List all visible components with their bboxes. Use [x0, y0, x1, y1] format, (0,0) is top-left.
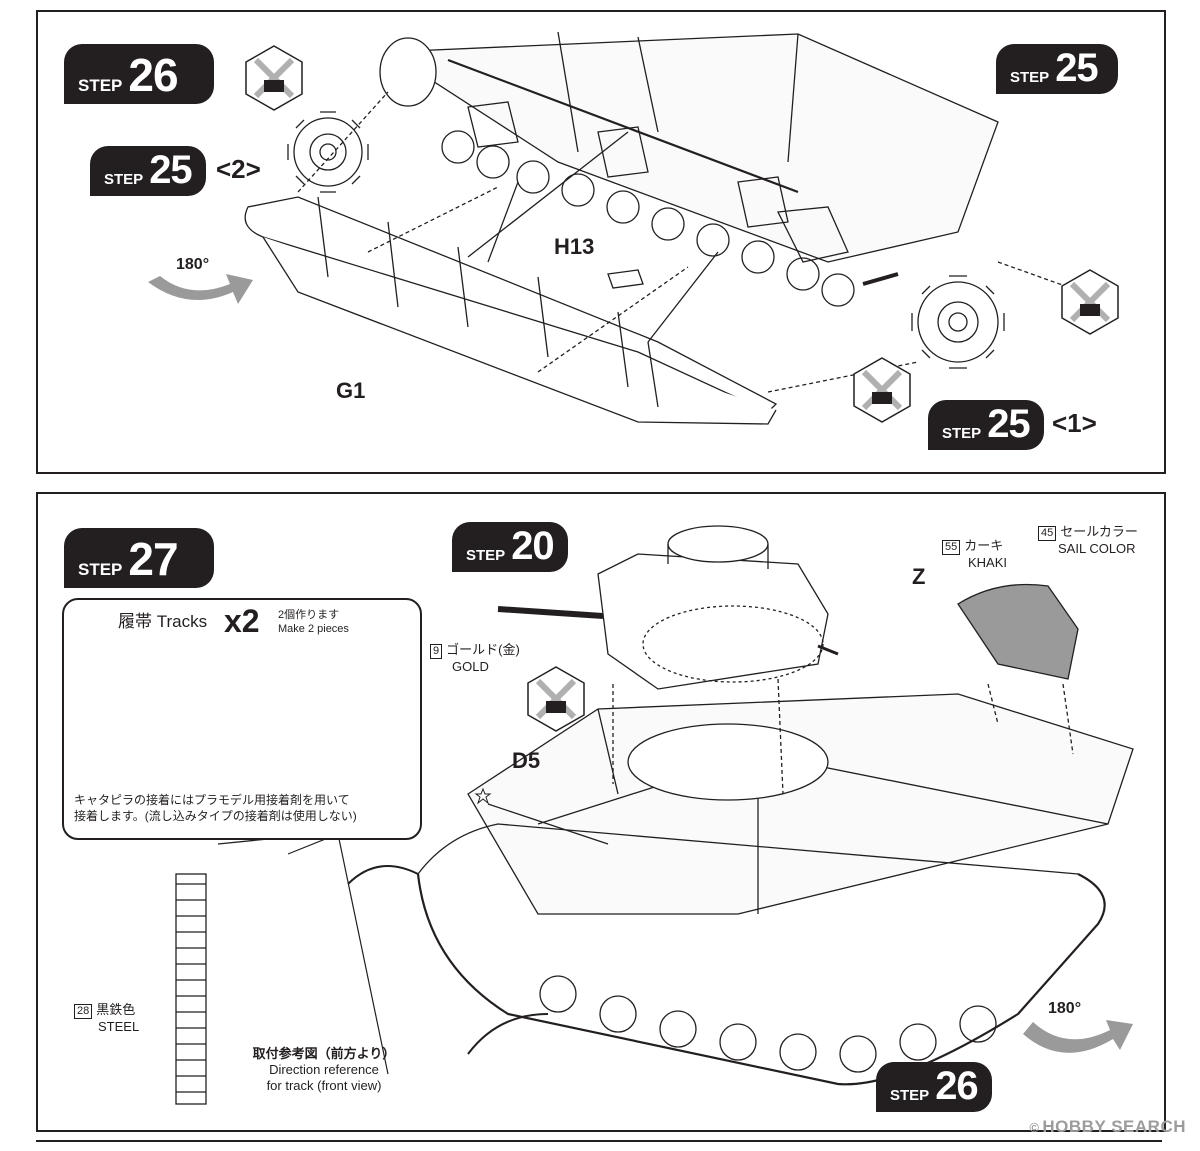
part-label-g1: G1	[336, 378, 366, 403]
glue-note-line-2: 接着します。(流し込みタイプの接着剤は使用しない)	[74, 809, 357, 823]
road-wheels-bottom	[539, 975, 997, 1073]
step-number: 26	[935, 1064, 978, 1108]
no-glue-icon-right	[1061, 269, 1119, 335]
step-word: STEP	[890, 1087, 930, 1104]
turret-ring	[627, 723, 829, 801]
paint-steel-jp: 黒鉄色	[96, 1002, 136, 1017]
turret	[597, 553, 829, 690]
paint-sail-jp: セールカラー	[1060, 524, 1138, 539]
step-26-illustration	[148, 31, 1119, 425]
no-glue-icon-bottom	[853, 357, 911, 423]
step-word: STEP	[78, 76, 123, 95]
tracks-make-jp: 2個作ります	[278, 609, 340, 621]
step-word: STEP	[466, 547, 506, 564]
sprocket-left	[287, 111, 369, 193]
paint-code-9: 9	[430, 644, 443, 659]
step-number: 26	[128, 49, 178, 101]
rotation-label: 180°	[176, 256, 210, 273]
step-26-panel: STEP 26 STEP 25 <2> STEP 25 STEP 25 <1> …	[36, 10, 1166, 474]
direction-reference: 取付参考図（前方より） Direction reference for trac…	[234, 1046, 414, 1094]
side-skirt-g1	[244, 196, 778, 413]
tracks-make-en: Make 2 pieces	[278, 623, 349, 635]
canvas-cover-z	[957, 583, 1079, 680]
tracks-title-en: Tracks	[156, 612, 208, 631]
tracks-title: 履帯 Tracks	[118, 612, 208, 631]
rotate-180-arrow-bottom	[1023, 1020, 1133, 1053]
direction-jp: 取付参考図（前方より）	[252, 1046, 396, 1061]
step-26-badge-bottom: STEP 26	[876, 1062, 992, 1112]
paint-steel-en: STEEL	[98, 1019, 140, 1034]
tracks-glue-note: キャタピラの接着にはプラモデル用接着剤を用いて 接着します。(流し込みタイプの接…	[74, 792, 357, 824]
page-footer-rule	[36, 1140, 1162, 1142]
sprocket-right	[911, 275, 1005, 369]
paint-gold-jp: ゴールド(金)	[446, 642, 520, 657]
watermark-copyright: ©	[1029, 1120, 1040, 1135]
tank-hull	[467, 693, 1134, 915]
paint-gold-en: GOLD	[452, 659, 489, 674]
step-27-badge: STEP 27	[64, 528, 214, 588]
direction-en-2: for track (front view)	[266, 1078, 382, 1093]
step-25-sub-1: <1>	[1052, 408, 1097, 438]
glue-note-line-1: キャタピラの接着にはプラモデル用接着剤を用いて	[74, 793, 350, 807]
paint-code-55: 55	[942, 540, 961, 555]
bogie-brackets	[467, 101, 849, 263]
no-glue-icon	[527, 666, 585, 732]
step-number: 20	[511, 524, 554, 568]
step-25-sub-2: <2>	[216, 154, 261, 184]
track-vertical-strip	[175, 873, 207, 1105]
part-label-d5: D5	[512, 748, 541, 773]
step-word: STEP	[1010, 69, 1050, 86]
paint-khaki-jp: カーキ	[964, 538, 1004, 553]
tracks-count: x2	[224, 603, 260, 639]
road-wheels	[441, 130, 855, 307]
hull-body	[385, 33, 999, 263]
step-word: STEP	[942, 425, 982, 442]
part-label-h13: H13	[554, 234, 595, 259]
direction-en-1: Direction reference	[269, 1062, 379, 1077]
step-word: STEP	[78, 560, 123, 579]
track-tension-wire	[447, 58, 799, 194]
watermark: ©HOBBY SEARCH	[1029, 1117, 1186, 1137]
rotation-label-bottom: 180°	[1048, 1000, 1082, 1017]
step-word: STEP	[104, 171, 144, 188]
tracks-callout	[62, 598, 422, 840]
step-27-panel: STEP 27 STEP 20 STEP 26 履帯 Tracks x2 2個作…	[36, 492, 1166, 1132]
step-20-badge: STEP 20	[452, 522, 568, 572]
tracks-make: 2個作ります Make 2 pieces	[278, 608, 349, 636]
step-25-right-top-badge: STEP 25	[996, 44, 1118, 94]
step-number: 25	[987, 402, 1030, 446]
step-number: 25	[1055, 46, 1098, 90]
tracks-title-jp: 履帯	[118, 612, 152, 631]
part-label-z: Z	[912, 564, 926, 589]
paint-code-45: 45	[1038, 526, 1057, 541]
no-glue-icon-top	[245, 45, 303, 111]
star-marker-d5	[474, 787, 492, 805]
step-number: 27	[128, 533, 178, 585]
part-h13	[607, 269, 644, 289]
step-25-left-badge: STEP 25	[90, 146, 206, 196]
watermark-text: HOBBY SEARCH	[1042, 1117, 1186, 1136]
rotate-180-arrow	[148, 274, 253, 304]
paint-khaki-en: KHAKI	[968, 555, 1008, 570]
paint-sail-en: SAIL COLOR	[1058, 541, 1136, 556]
paint-code-28: 28	[74, 1004, 93, 1019]
step-number: 25	[149, 148, 192, 192]
step-25-right-bottom-badge: STEP 25	[928, 400, 1044, 450]
step-26-badge: STEP 26	[64, 44, 214, 104]
idler-wheel	[379, 37, 437, 107]
